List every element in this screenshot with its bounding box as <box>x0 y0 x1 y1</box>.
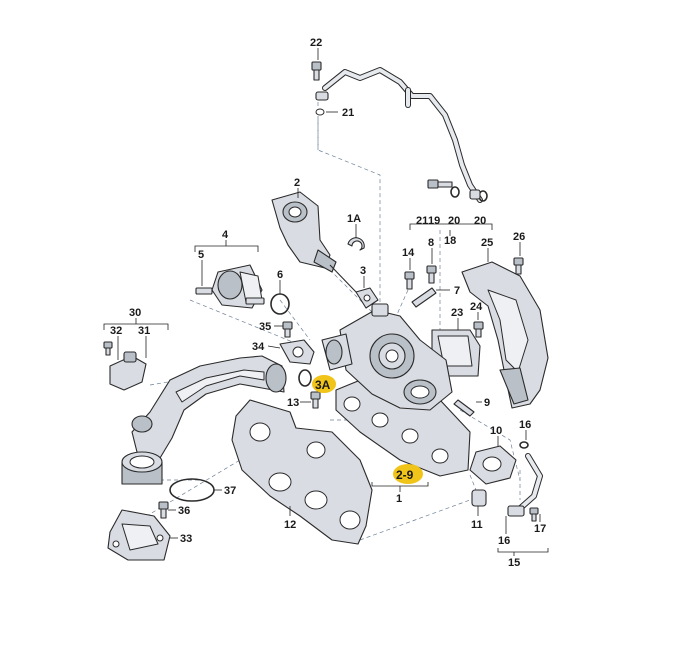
wastegate-actuator <box>271 191 357 293</box>
retaining-clip <box>347 237 365 251</box>
intake-connector-4 <box>195 264 265 309</box>
banjo-fitting <box>315 91 329 116</box>
label-20-left: 20 <box>448 215 460 227</box>
label-33: 33 <box>180 533 192 545</box>
label-34: 34 <box>252 341 265 353</box>
label-2: 2 <box>294 177 300 189</box>
label-15: 15 <box>508 557 520 569</box>
label-21-top: 21 <box>342 107 354 119</box>
seal-16 <box>519 441 529 449</box>
label-17: 17 <box>534 523 546 535</box>
label-16-upper: 16 <box>519 419 531 431</box>
label-19: 19 <box>428 215 440 227</box>
stud-7 <box>411 287 437 308</box>
bolt-17 <box>529 507 539 522</box>
label-1a: 1A <box>347 213 361 225</box>
bolt-13 <box>310 391 321 409</box>
bolt-35 <box>282 321 293 338</box>
bolt-14 <box>404 271 415 290</box>
label-16-lower: 16 <box>498 535 510 547</box>
label-26: 26 <box>513 231 525 243</box>
charge-air-pipe <box>121 355 287 485</box>
oil-supply-line <box>322 67 483 203</box>
label-9: 9 <box>484 397 490 409</box>
label-12: 12 <box>284 519 296 531</box>
label-20-right: 20 <box>474 215 486 227</box>
label-32: 32 <box>110 325 122 337</box>
manifold-gasket <box>231 399 373 545</box>
bolt-32 <box>103 341 113 356</box>
label-21-right: 21 <box>416 215 428 227</box>
label-8: 8 <box>428 237 434 249</box>
banjo-bolt-22 <box>311 61 322 81</box>
label-5: 5 <box>198 249 204 261</box>
leader-lines <box>103 48 549 556</box>
bracket-33 <box>107 509 171 561</box>
lever-part-3 <box>355 287 379 309</box>
pressure-sensor <box>109 351 147 391</box>
label-4: 4 <box>222 229 229 241</box>
label-18: 18 <box>444 235 456 247</box>
heat-shield <box>461 261 549 409</box>
label-7: 7 <box>454 285 460 297</box>
bolt-26 <box>513 257 524 275</box>
highlight-2-9 <box>393 464 423 484</box>
label-31: 31 <box>138 325 150 337</box>
o-ring-6 <box>270 293 290 315</box>
bolt-8 <box>426 265 437 284</box>
clamp-34 <box>279 339 315 365</box>
sleeve-11 <box>471 489 487 507</box>
label-11: 11 <box>471 519 483 531</box>
highlight-3a <box>312 375 336 393</box>
label-14: 14 <box>402 247 415 259</box>
label-30: 30 <box>129 307 141 319</box>
turbocharger-exhaust-manifold <box>321 303 471 477</box>
stud-9 <box>453 399 475 417</box>
label-36: 36 <box>178 505 190 517</box>
oil-return-line <box>507 453 543 517</box>
label-3: 3 <box>360 265 366 277</box>
gasket-10 <box>469 445 517 485</box>
label-2-9: 2-9 <box>396 468 414 482</box>
label-3a: 3A <box>315 378 331 392</box>
o-ring-37 <box>169 478 215 502</box>
bolt-36 <box>158 501 169 519</box>
label-25: 25 <box>481 237 493 249</box>
bolt-24 <box>473 321 484 338</box>
bolt-19-cluster <box>427 179 488 202</box>
label-6: 6 <box>277 269 283 281</box>
label-1: 1 <box>396 493 402 505</box>
label-23: 23 <box>451 307 463 319</box>
part-labels: 22 21 2 1A 3 4 5 6 8 14 7 25 26 21 19 20… <box>110 37 546 569</box>
label-13: 13 <box>287 397 299 409</box>
label-10: 10 <box>490 425 502 437</box>
o-ring-3a <box>298 369 312 387</box>
label-37: 37 <box>224 485 236 497</box>
label-24: 24 <box>470 301 483 313</box>
label-35: 35 <box>259 321 271 333</box>
label-22: 22 <box>310 37 322 49</box>
